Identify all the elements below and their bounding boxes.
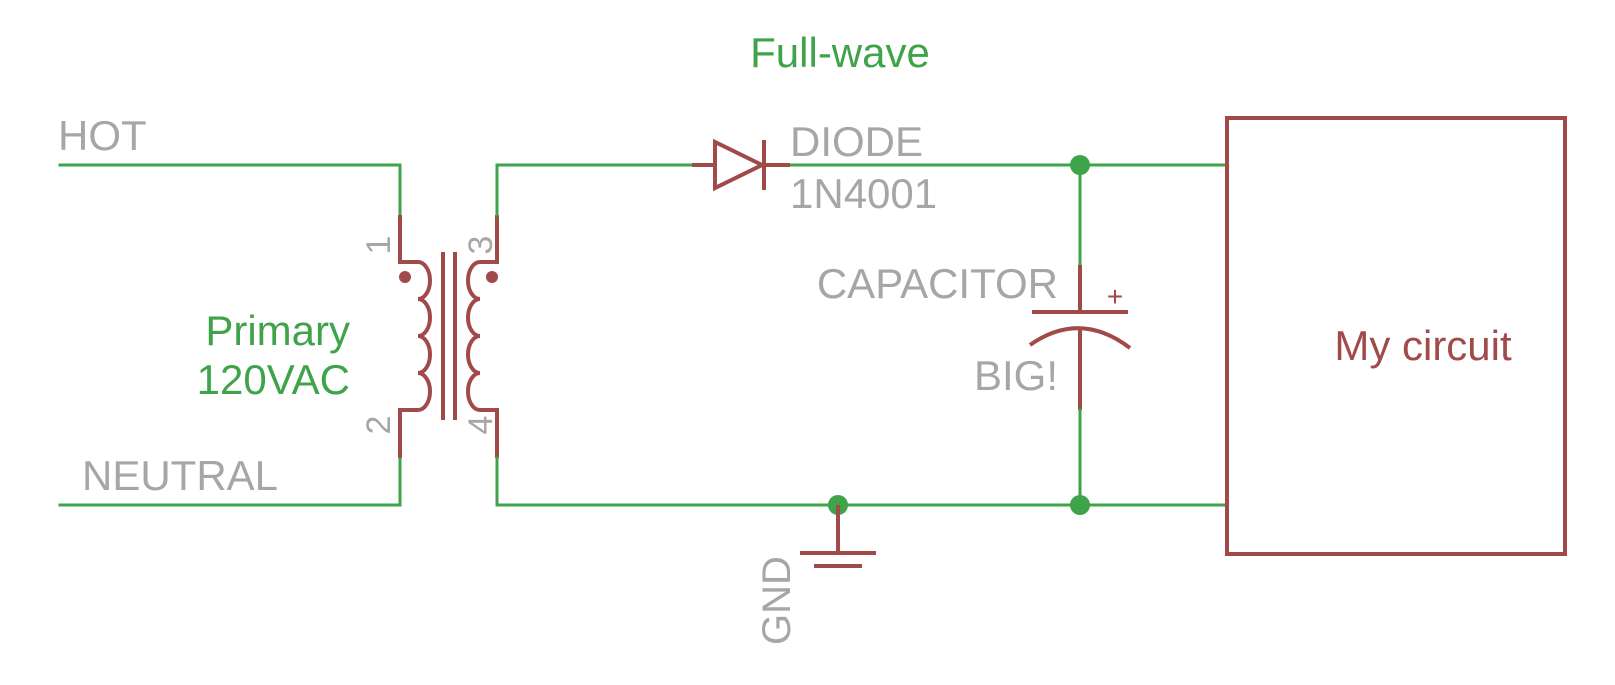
hot-wire: [58, 163, 402, 217]
pin-1-label: 1: [360, 236, 398, 255]
primary-label: Primary: [205, 307, 350, 354]
transformer-symbol: [398, 215, 499, 458]
neutral-label: NEUTRAL: [82, 452, 278, 499]
primary-polarity-dot: [399, 271, 411, 283]
junction-bottom-right: [1070, 495, 1090, 515]
pin-4-label: 4: [462, 416, 500, 435]
capacitor-name-label: CAPACITOR: [817, 260, 1058, 307]
my-circuit-label: My circuit: [1334, 322, 1512, 369]
diagram-title: Full-wave: [750, 29, 930, 76]
ground-symbol: [800, 505, 876, 568]
neutral-wire: [58, 456, 402, 507]
primary-voltage-label: 120VAC: [197, 356, 350, 403]
pin-2-label: 2: [360, 416, 398, 435]
my-circuit-box: [1225, 116, 1567, 556]
capacitor-value-label: BIG!: [974, 352, 1058, 399]
secondary-polarity-dot: [486, 271, 498, 283]
pin-3-label: 3: [462, 236, 500, 255]
capacitor-symbol: [1028, 265, 1132, 410]
diode-symbol: [692, 138, 790, 192]
ground-rail-wire: [495, 456, 1227, 507]
secondary-top-wire: [495, 163, 694, 217]
diode-name-label: DIODE: [790, 118, 923, 165]
primary-coil: [417, 260, 432, 412]
hot-label: HOT: [58, 112, 147, 159]
diode-part-label: 1N4001: [790, 170, 937, 217]
capacitor-polarity-label: +: [1107, 281, 1123, 312]
secondary-coil: [466, 260, 481, 412]
gnd-label: GND: [755, 556, 799, 645]
